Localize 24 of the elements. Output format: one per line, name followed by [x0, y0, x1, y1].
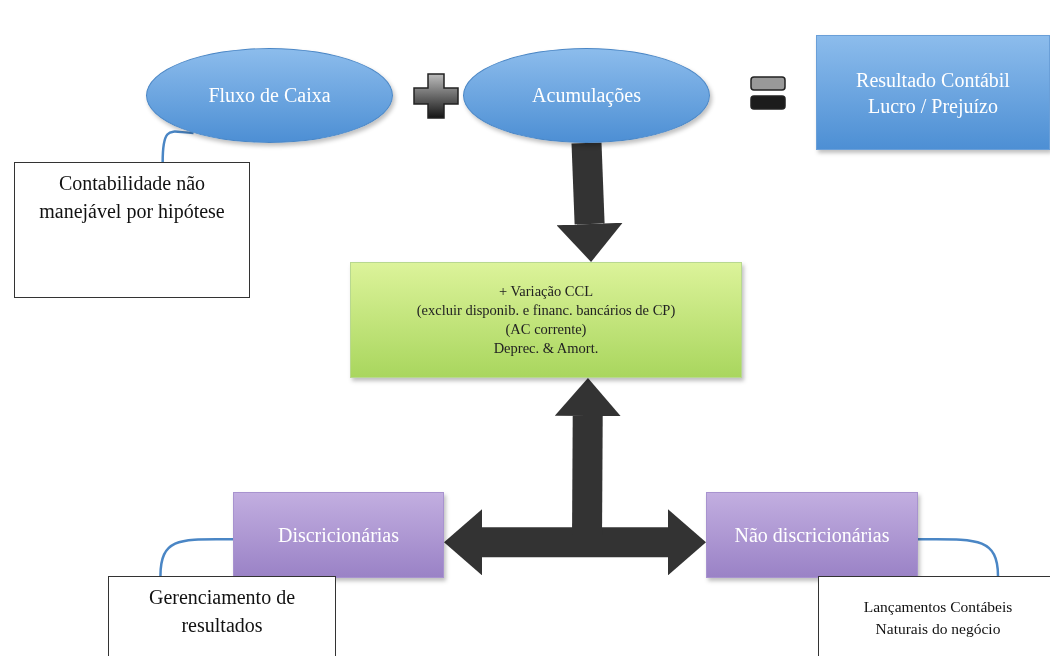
leader-line [159, 538, 233, 577]
node-label: Fluxo de Caixa [208, 84, 331, 107]
leader-line [918, 538, 1000, 577]
node-label: Lançamentos Contábeis Naturais do negócio [862, 597, 1014, 639]
block-arrow [444, 509, 706, 576]
node-label: Gerenciamento de resultados [147, 585, 296, 638]
note-box [818, 576, 1050, 656]
process-box [350, 262, 742, 378]
category-box [233, 492, 444, 578]
node-label: + Variação CCL [498, 282, 594, 302]
node-label: Não discricionárias [734, 523, 890, 548]
node-label: Deprec. & Amort. [493, 338, 599, 358]
node-label: (AC corrente) [505, 320, 587, 339]
note-box [14, 162, 250, 298]
node-label: Resultado Contábil Lucro / Prejuízo [855, 67, 1011, 119]
node-label: Contabilidade não manejável por hipótese [39, 171, 225, 225]
node-label: Acumulações [532, 84, 641, 107]
leader-line [161, 130, 194, 163]
result-box [816, 35, 1050, 150]
block-arrow [556, 142, 623, 262]
node-label: Discricionárias [277, 523, 400, 548]
node-label: (excluir disponib. e financ. bancários de CP) [416, 301, 676, 320]
category-box [706, 492, 918, 578]
note-box [108, 576, 336, 656]
